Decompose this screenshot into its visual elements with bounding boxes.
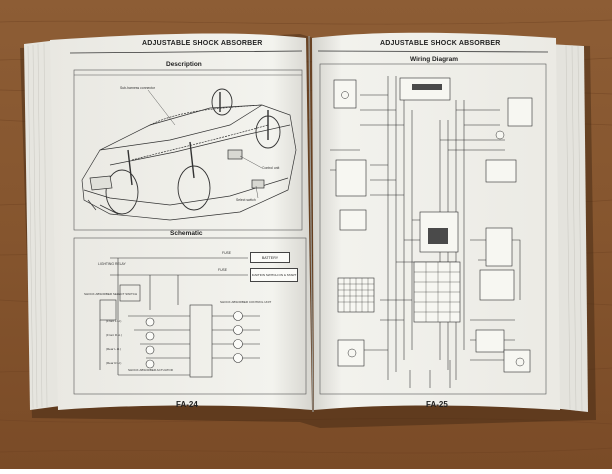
left-page-stack <box>24 40 60 410</box>
schematic-title: Schematic <box>170 230 203 237</box>
left-page-header: ADJUSTABLE SHOCK ABSORBER <box>142 40 263 47</box>
callout-select-switch: Select switch <box>236 198 256 202</box>
schematic-front-rh: (Front R.H.) <box>106 333 122 337</box>
left-header-rule <box>69 50 303 54</box>
schematic-frame <box>73 237 307 395</box>
left-stack-lines <box>27 42 48 409</box>
schematic-fuse2-label: FUSE <box>218 268 228 272</box>
schematic-control-unit: SHOCK ABSORBER CONTROL UNIT <box>220 300 272 304</box>
schematic-battery-box: BATTERY <box>250 252 290 263</box>
right-page-header: ADJUSTABLE SHOCK ABSORBER <box>380 40 501 47</box>
wiring-title: Wiring Diagram <box>410 56 458 63</box>
description-title: Description <box>166 61 202 68</box>
schematic-fuse-label: FUSE <box>222 251 232 255</box>
right-page-number: FA-25 <box>426 400 448 409</box>
book-spine <box>308 35 314 413</box>
right-stack-lines <box>565 44 583 412</box>
wiring-circles <box>341 91 525 367</box>
actuator-symbols <box>145 311 243 369</box>
callout-leaders <box>147 89 263 199</box>
callout-control-unit: Control unit <box>262 166 280 170</box>
left-page <box>50 33 312 411</box>
schematic-select-switch: SHOCK ABSORBER SELECT SWITCH <box>84 292 138 296</box>
grid-connectors <box>338 262 460 322</box>
schematic-rear-lh: (Rear L.H.) <box>106 347 121 351</box>
wiring-dark-parts <box>412 84 448 244</box>
schematic-rear-rh: (Rear R.H.) <box>106 361 122 365</box>
car-illustration <box>81 88 297 221</box>
right-header-rule <box>317 50 549 53</box>
schematic-wiring <box>99 257 260 378</box>
schematic-ignition-box: IGNITION SWITCH ON & START <box>250 268 298 282</box>
left-page-number: FA-24 <box>176 400 198 409</box>
description-frame <box>73 69 303 231</box>
schematic-front-lh: (Front L.H.) <box>106 319 122 323</box>
schematic-actuator: SHOCK ABSORBER ACTUATOR <box>128 368 173 372</box>
wiring-frame <box>319 63 547 395</box>
schematic-lighting-relay: LIGHTING RELAY <box>98 262 126 266</box>
callout-subharness: Sub-harness connector <box>120 86 156 90</box>
